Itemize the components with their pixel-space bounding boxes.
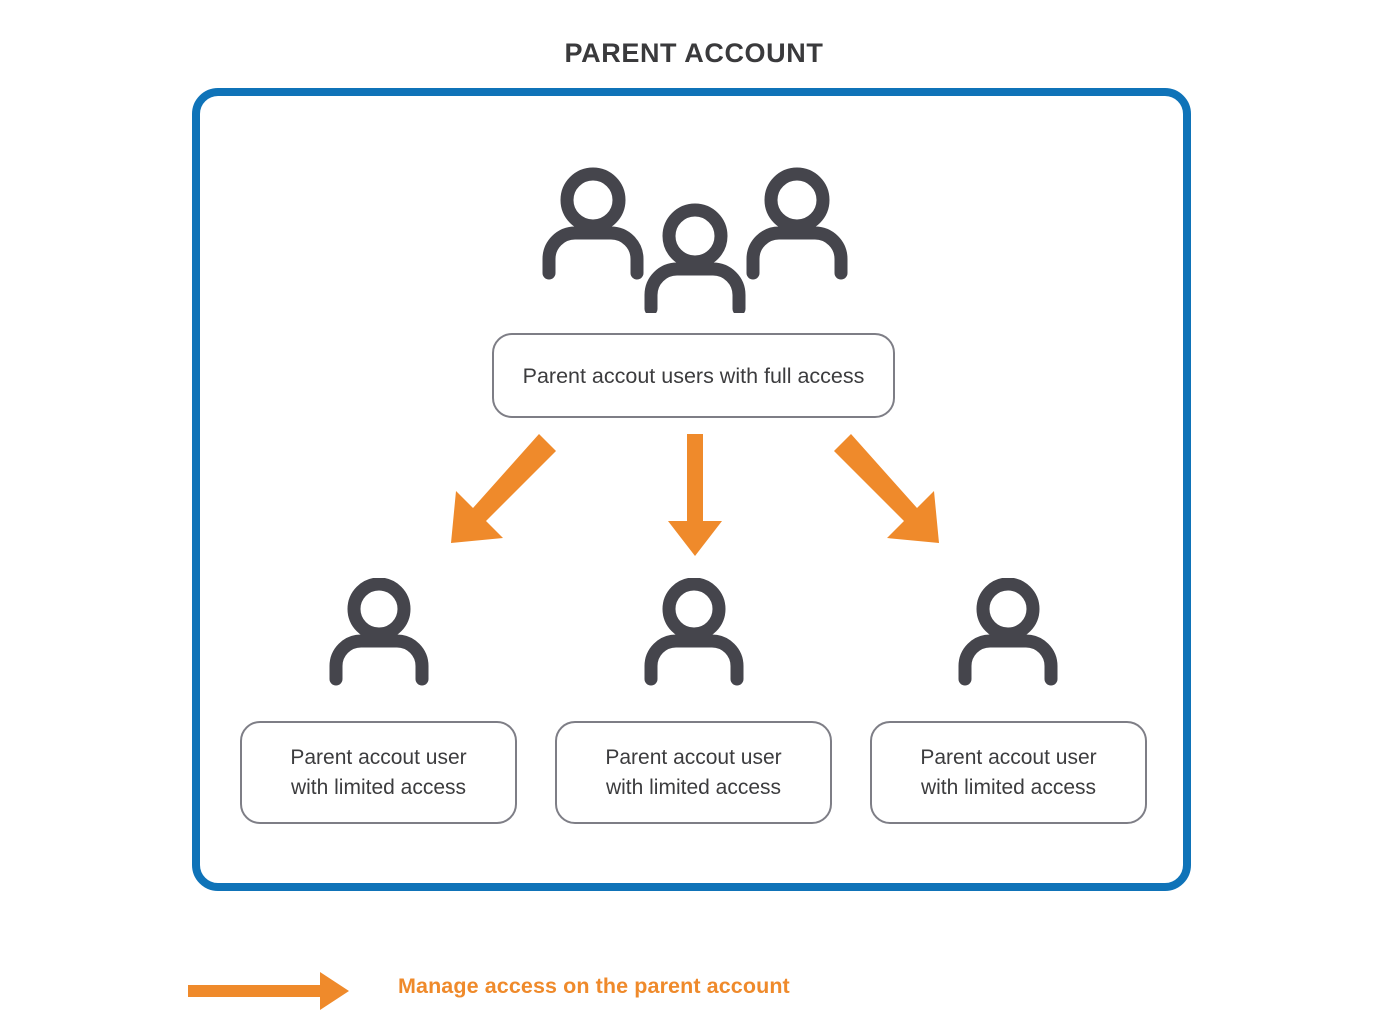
limited-access-line-1: Parent accout user	[290, 745, 467, 769]
limited-access-line-2: with limited access	[605, 775, 782, 799]
single-user-icon	[952, 577, 1064, 686]
limited-access-line-2: with limited access	[290, 775, 467, 799]
limited-access-line-1: Parent accout user	[920, 745, 1097, 769]
page-title: PARENT ACCOUNT	[564, 38, 824, 68]
limited-access-label-box: Parent accout user with limited access	[555, 721, 832, 824]
limited-access-label-text: Parent accout user with limited access	[605, 743, 781, 803]
limited-access-line-2: with limited access	[920, 775, 1097, 799]
limited-access-label-box: Parent accout user with limited access	[240, 721, 517, 824]
single-user-icon	[638, 577, 750, 686]
limited-access-label-text: Parent accout user with limited access	[920, 743, 1096, 803]
single-user-icon	[323, 577, 435, 686]
full-access-label-box: Parent accout users with full access	[492, 333, 895, 418]
legend-label: Manage access on the parent account	[398, 974, 790, 998]
legend: Manage access on the parent account	[186, 962, 1086, 1020]
limited-access-label-text: Parent accout user with limited access	[290, 743, 466, 803]
limited-access-label-box: Parent accout user with limited access	[870, 721, 1147, 824]
group-of-three-users-icon	[535, 163, 855, 322]
limited-access-line-1: Parent accout user	[605, 745, 782, 769]
right-arrow-icon	[186, 970, 351, 1012]
full-access-label-text: Parent accout users with full access	[522, 363, 865, 388]
